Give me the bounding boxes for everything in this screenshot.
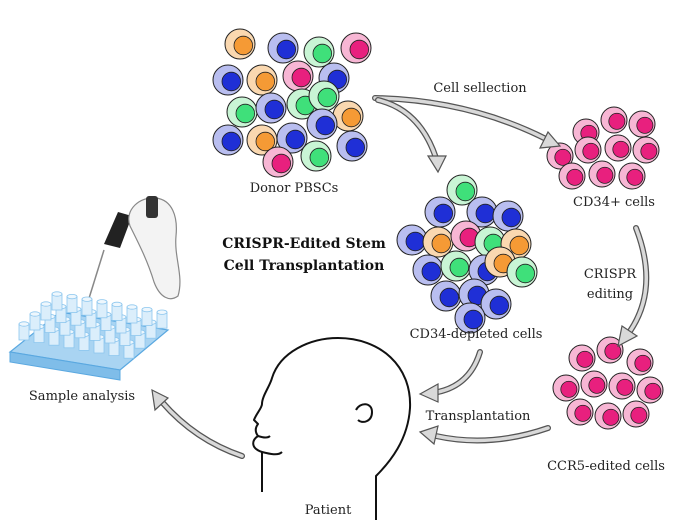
cell xyxy=(622,400,650,428)
label-cell-selection: Cell sellection xyxy=(433,81,527,96)
title-line2: Cell Transplantation xyxy=(224,258,385,274)
cell xyxy=(628,110,656,138)
cell xyxy=(226,96,258,128)
cell xyxy=(446,174,478,206)
cell xyxy=(566,398,594,426)
cell xyxy=(632,136,660,164)
well-tube-top xyxy=(111,301,123,307)
arrow-cd34pos-to-ccr5 xyxy=(617,225,650,348)
cell xyxy=(262,146,294,178)
well-tube-top xyxy=(29,311,41,317)
cell xyxy=(424,196,456,228)
label-crispr-line1: CRISPR xyxy=(584,267,638,282)
label-transplantation: Transplantation xyxy=(426,409,531,424)
well-tube-top xyxy=(141,306,153,313)
cell xyxy=(574,136,602,164)
cell xyxy=(558,162,586,190)
cell xyxy=(300,140,332,172)
cell xyxy=(626,348,654,376)
cell xyxy=(276,122,308,154)
cell xyxy=(303,36,335,68)
cell xyxy=(422,226,454,258)
label-donor-pbscs: Donor PBSCs xyxy=(250,181,339,196)
cell xyxy=(308,80,340,112)
cell xyxy=(594,402,622,430)
cell xyxy=(580,370,608,398)
cell xyxy=(588,160,616,188)
cell xyxy=(267,32,299,64)
arrow-donor-to-cd34pos xyxy=(372,95,562,149)
label-cd34-positive: CD34+ cells xyxy=(573,195,655,210)
label-crispr-line2: editing xyxy=(587,287,633,302)
cell xyxy=(246,64,278,96)
label-patient: Patient xyxy=(305,503,352,518)
cell xyxy=(568,344,596,372)
cell xyxy=(506,256,538,288)
ccr5-edited-cluster xyxy=(552,336,664,430)
arrow-ccr5-to-patient xyxy=(418,425,551,446)
cell xyxy=(224,28,256,60)
cell xyxy=(450,220,482,252)
cell xyxy=(636,376,664,404)
cell xyxy=(282,60,314,92)
cell xyxy=(336,130,368,162)
well-tube-top xyxy=(96,299,108,305)
well-tube-top xyxy=(81,296,93,302)
cell xyxy=(430,280,462,312)
arrows xyxy=(151,95,650,459)
well-plate-side xyxy=(9,351,121,381)
cell xyxy=(412,254,444,286)
arrow-depleted-to-patient xyxy=(418,349,483,403)
cell xyxy=(454,302,486,334)
well-tube-top xyxy=(66,293,78,300)
well-plate-icon xyxy=(8,291,170,381)
cell xyxy=(340,32,372,64)
cell xyxy=(480,288,512,320)
well-tube-top xyxy=(18,321,30,327)
label-cd34-depleted: CD34-depleted cells xyxy=(410,327,543,342)
labels: Donor PBSCs Cell sellection CD34+ cells … xyxy=(29,81,665,518)
cell xyxy=(596,336,624,364)
cell xyxy=(332,100,364,132)
well-tube-top xyxy=(51,291,63,297)
cell xyxy=(306,108,338,140)
arrow-donor-to-depleted xyxy=(375,97,447,174)
cell xyxy=(600,106,628,134)
cell xyxy=(552,374,580,402)
cell xyxy=(212,124,244,156)
well-tube-top xyxy=(40,301,52,307)
label-ccr5-edited: CCR5-edited cells xyxy=(547,459,665,474)
label-sample-analysis: Sample analysis xyxy=(29,389,135,404)
cell xyxy=(246,124,278,156)
title-line1: CRISPR-Edited Stem xyxy=(222,236,386,252)
patient-head-icon xyxy=(252,337,412,520)
cell xyxy=(255,92,287,124)
cell xyxy=(604,134,632,162)
cell xyxy=(608,372,636,400)
cd34-positive-cluster xyxy=(546,106,660,190)
well-tube-top xyxy=(156,309,168,315)
cell xyxy=(546,142,574,170)
well-tube-top xyxy=(126,304,138,310)
cell xyxy=(618,162,646,190)
cell xyxy=(396,224,428,256)
arrow-patient-to-analysis xyxy=(151,388,245,459)
cell xyxy=(440,250,472,282)
donor-pbsc-cluster xyxy=(212,28,372,178)
diagram-title: CRISPR-Edited Stem Cell Transplantation xyxy=(222,236,386,274)
cell xyxy=(492,200,524,232)
cd34-depleted-cluster xyxy=(396,174,538,334)
pipette-icon xyxy=(85,196,181,309)
cell xyxy=(212,64,244,96)
